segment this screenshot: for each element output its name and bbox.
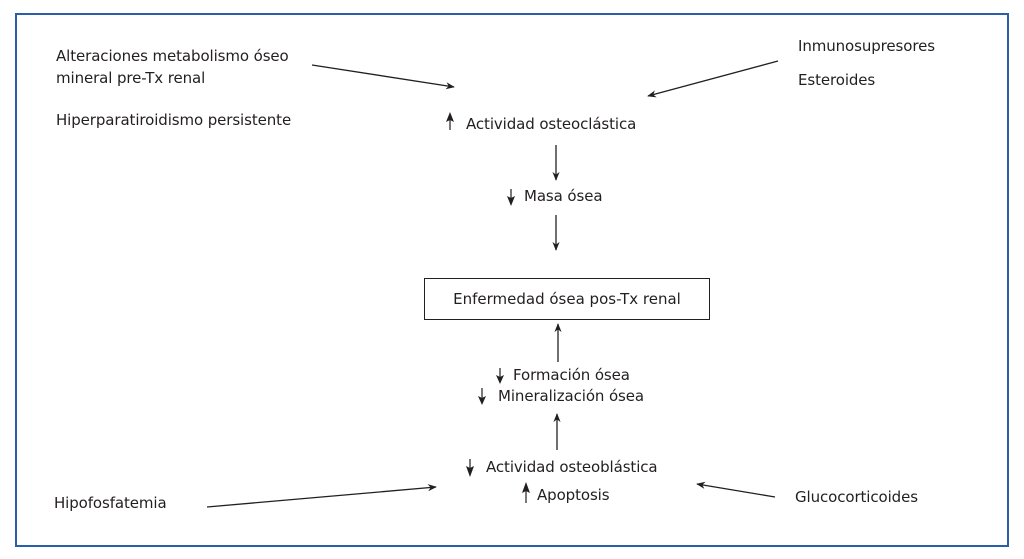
cause-hiperparatiroidismo: Hiperparatiroidismo persistente: [56, 111, 292, 129]
cause-inmunosupresores: Inmunosupresores: [798, 37, 935, 55]
cause-hipofosfatemia: Hipofosfatemia: [54, 494, 167, 512]
node-formacion-osea: Formación ósea: [513, 366, 630, 384]
diagram-frame: [15, 13, 1009, 547]
node-mineralizacion-osea: Mineralización ósea: [498, 387, 644, 405]
node-masa-osea: Masa ósea: [524, 187, 603, 205]
cause-alteraciones-line2: mineral pre-Tx renal: [56, 69, 206, 87]
cause-esteroides: Esteroides: [798, 71, 876, 89]
central-outcome-label: Enfermedad ósea pos-Tx renal: [453, 290, 681, 308]
node-actividad-osteoclastica: Actividad osteoclástica: [466, 115, 637, 133]
central-outcome-box: Enfermedad ósea pos-Tx renal: [424, 278, 710, 320]
cause-alteraciones-line1: Alteraciones metabolismo óseo: [56, 47, 289, 65]
cause-glucocorticoides: Glucocorticoides: [795, 488, 918, 506]
node-apoptosis: Apoptosis: [537, 486, 610, 504]
node-actividad-osteoblastica: Actividad osteoblástica: [486, 458, 658, 476]
